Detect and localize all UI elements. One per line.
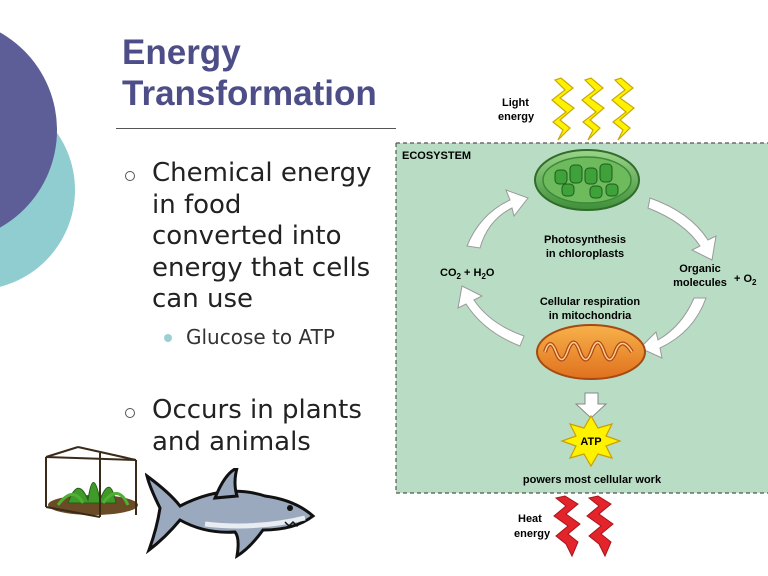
respiration-label-line-1: Cellular respiration <box>540 296 641 308</box>
bullet-1-line: converted into <box>152 221 342 251</box>
cycle-arrow-icons <box>457 189 717 359</box>
chloroplast-icon <box>534 149 640 211</box>
sub-bullet: Glucose to ATP <box>186 325 335 349</box>
slide-title: Energy Transformation <box>122 32 422 114</box>
heat-label-line-2: energy <box>514 528 551 540</box>
powers-work-label: powers most cellular work <box>523 474 662 486</box>
heat-bolt-icons <box>553 495 614 558</box>
bullet-1-line: in food <box>152 189 242 220</box>
light-label-line-2: energy <box>498 111 535 123</box>
title-divider <box>116 128 396 129</box>
o2-label: + O2 <box>734 273 757 287</box>
bullet-1-line: energy that cells <box>152 252 371 283</box>
plant-clipart <box>45 446 138 518</box>
respiration-label-line-2: in mitochondria <box>549 310 632 322</box>
photosynthesis-label-line-1: Photosynthesis <box>544 234 626 246</box>
title-line-1: Energy <box>122 33 241 72</box>
bullet-1: Chemical energy in food converted into e… <box>152 158 372 316</box>
atp-burst-icon: ATP <box>560 414 622 468</box>
bullet-2-line: and animals <box>152 426 311 457</box>
sub-bullet-dot-icon <box>164 334 172 342</box>
bullet-ring-icon <box>125 171 135 181</box>
photosynthesis-label-line-2: in chloroplasts <box>546 248 624 260</box>
co2-h2o-label: CO2 + H2O <box>440 267 495 281</box>
atp-label: ATP <box>580 436 601 448</box>
bullet-ring-icon <box>125 408 135 418</box>
shark-clipart <box>145 468 316 560</box>
ecosystem-label: ECOSYSTEM <box>402 150 471 162</box>
bullet-2: Occurs in plants and animals <box>152 395 362 458</box>
bullet-1-line: Chemical energy <box>152 158 372 188</box>
mitochondrion-icon <box>536 324 646 380</box>
purple-circle <box>0 32 57 228</box>
down-arrow-icon <box>574 392 608 419</box>
organic-label-line-2: molecules <box>673 277 727 289</box>
decorative-circles <box>0 32 75 287</box>
bullet-2-line: Occurs in plants <box>152 395 362 425</box>
heat-label-line-1: Heat <box>518 513 542 525</box>
title-line-2: Transformation <box>122 74 377 113</box>
light-bolt-icons <box>551 77 635 141</box>
light-label-line-1: Light <box>502 97 529 109</box>
organic-label-line-1: Organic <box>679 263 721 275</box>
bullet-1-line: can use <box>152 284 253 314</box>
